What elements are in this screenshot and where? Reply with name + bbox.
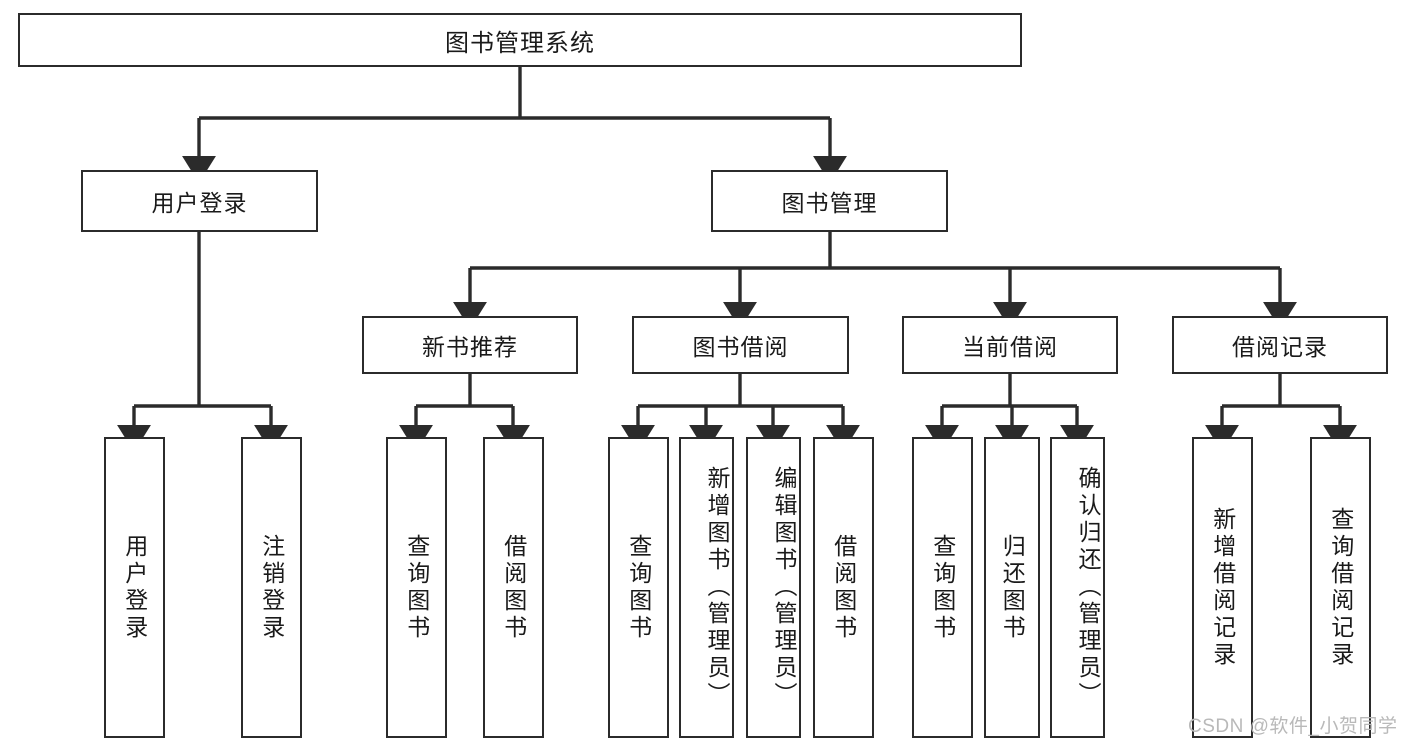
node-borrow-record-label: 借阅记录 bbox=[1232, 334, 1328, 360]
node-root[interactable]: 图书管理系统 bbox=[18, 13, 1022, 67]
node-current-borrow[interactable]: 当前借阅 bbox=[902, 316, 1118, 374]
node-current-borrow-label: 当前借阅 bbox=[962, 334, 1058, 360]
node-leaf-confirm-return[interactable]: 确认归还（管理员） bbox=[1050, 437, 1105, 738]
node-leaf-query-book-2[interactable]: 查询图书 bbox=[608, 437, 669, 738]
node-leaf-query-book-1[interactable]: 查询图书 bbox=[386, 437, 447, 738]
node-leaf-add-record[interactable]: 新增借阅记录 bbox=[1192, 437, 1253, 738]
node-leaf-return-book-label: 归还图书 bbox=[999, 533, 1026, 642]
node-leaf-borrow-book-2[interactable]: 借阅图书 bbox=[813, 437, 874, 738]
node-leaf-user-login[interactable]: 用户登录 bbox=[104, 437, 165, 738]
csdn-watermark: CSDN @软件_小贺同学 bbox=[1188, 716, 1398, 737]
node-leaf-return-book[interactable]: 归还图书 bbox=[984, 437, 1040, 738]
node-leaf-logout-label: 注销登录 bbox=[258, 533, 285, 642]
node-book-borrow-label: 图书借阅 bbox=[692, 334, 789, 360]
node-leaf-query-book-2-label: 查询图书 bbox=[625, 533, 652, 642]
node-leaf-query-book-3-label: 查询图书 bbox=[929, 533, 956, 642]
node-leaf-logout[interactable]: 注销登录 bbox=[241, 437, 302, 738]
node-user-login-label: 用户登录 bbox=[151, 190, 248, 216]
node-borrow-record[interactable]: 借阅记录 bbox=[1172, 316, 1388, 374]
node-book-manage-label: 图书管理 bbox=[781, 190, 878, 216]
node-leaf-add-book-label: 新增图书（管理员） bbox=[704, 466, 730, 709]
node-book-borrow[interactable]: 图书借阅 bbox=[632, 316, 849, 374]
node-new-book-recommend[interactable]: 新书推荐 bbox=[362, 316, 578, 374]
node-leaf-borrow-book-2-label: 借阅图书 bbox=[830, 533, 857, 642]
node-leaf-query-record-label: 查询借阅记录 bbox=[1327, 506, 1354, 669]
node-leaf-borrow-book-1-label: 借阅图书 bbox=[500, 533, 527, 642]
node-leaf-add-book[interactable]: 新增图书（管理员） bbox=[679, 437, 734, 738]
node-leaf-edit-book-label: 编辑图书（管理员） bbox=[771, 466, 797, 709]
node-leaf-confirm-return-label: 确认归还（管理员） bbox=[1075, 466, 1101, 709]
node-leaf-query-book-1-label: 查询图书 bbox=[403, 533, 430, 642]
node-root-label: 图书管理系统 bbox=[445, 29, 595, 57]
node-book-manage[interactable]: 图书管理 bbox=[711, 170, 948, 232]
node-leaf-add-record-label: 新增借阅记录 bbox=[1209, 506, 1236, 669]
node-leaf-edit-book[interactable]: 编辑图书（管理员） bbox=[746, 437, 801, 738]
node-leaf-user-login-label: 用户登录 bbox=[121, 533, 148, 642]
node-new-book-recommend-label: 新书推荐 bbox=[422, 334, 518, 360]
node-user-login[interactable]: 用户登录 bbox=[81, 170, 318, 232]
node-leaf-query-record[interactable]: 查询借阅记录 bbox=[1310, 437, 1371, 738]
node-leaf-borrow-book-1[interactable]: 借阅图书 bbox=[483, 437, 544, 738]
node-leaf-query-book-3[interactable]: 查询图书 bbox=[912, 437, 973, 738]
